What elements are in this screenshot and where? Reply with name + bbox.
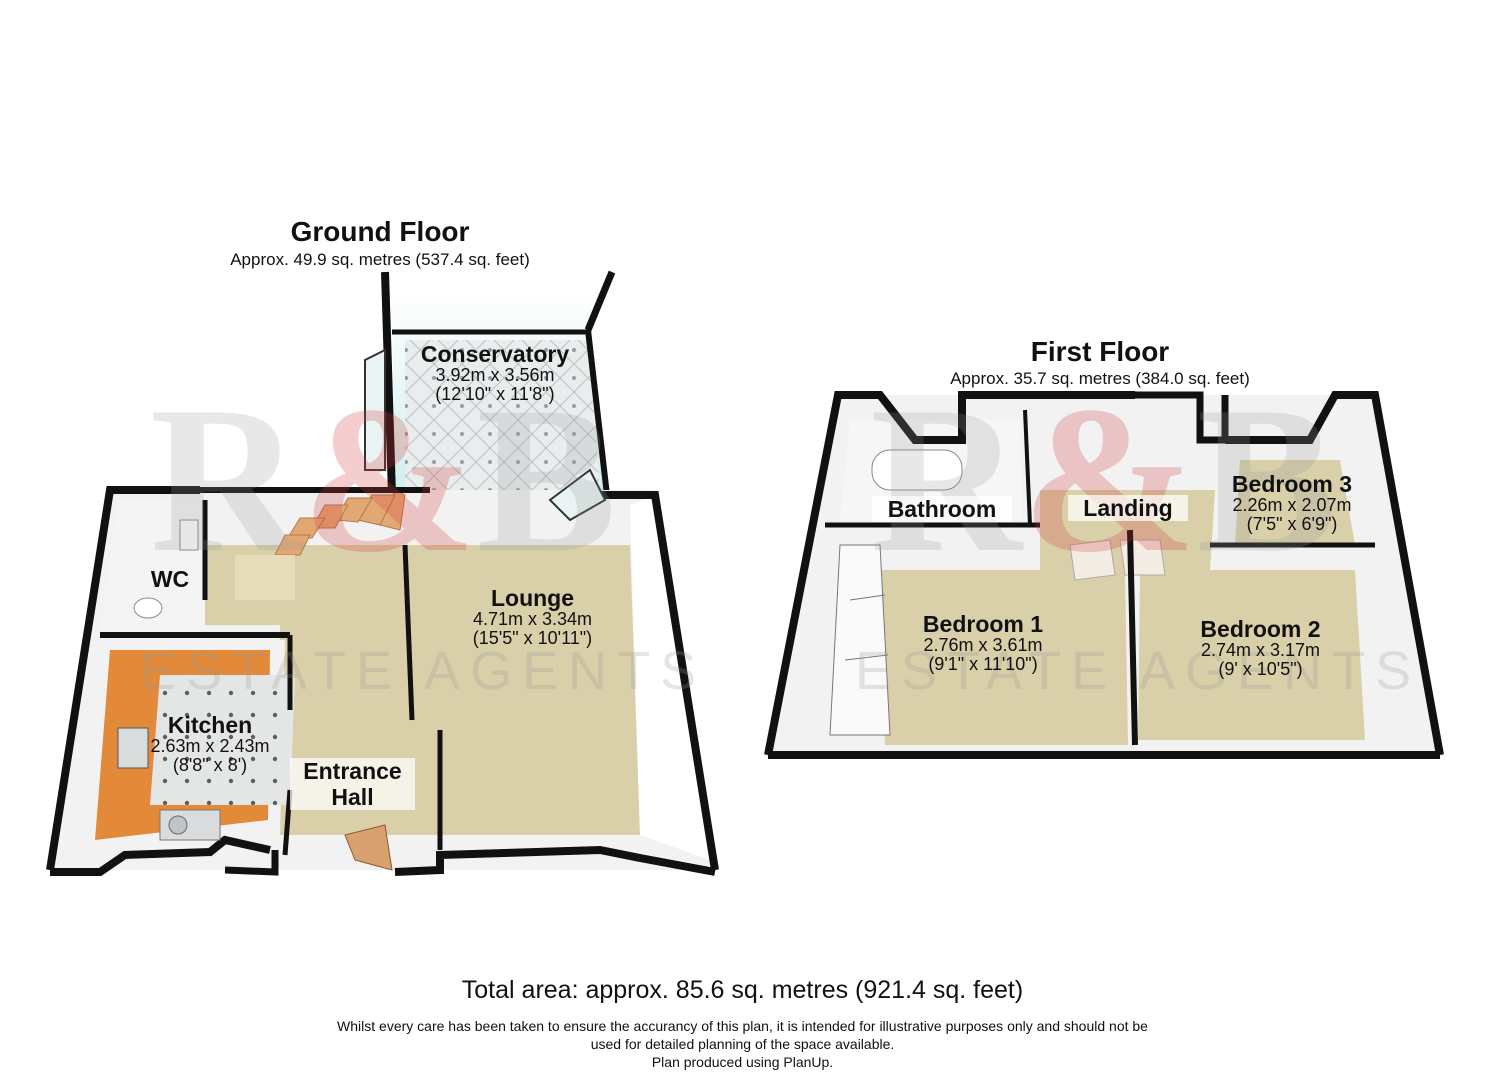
room-name: Bathroom <box>872 496 1012 523</box>
room-dimension-imperial: (15'5" x 10'11") <box>472 628 593 649</box>
watermark-logo-first: R&B <box>870 364 1337 596</box>
room-kitchen: Kitchen 2.63m x 2.43m (8'8" x 8') <box>130 713 290 775</box>
room-dimension-metric: 2.74m x 3.17m <box>1200 640 1321 661</box>
first-floor-area: Approx. 35.7 sq. metres (384.0 sq. feet) <box>950 369 1250 388</box>
room-dimension-metric: 2.63m x 2.43m <box>150 736 270 757</box>
room-dimension-imperial: (7'5" x 6'9") <box>1246 514 1338 535</box>
room-name-line1: Entrance <box>290 758 415 785</box>
watermark-text-ground: ESTATE AGENTS <box>140 641 707 701</box>
room-name: Kitchen <box>167 712 253 738</box>
room-dimension-metric: 4.71m x 3.34m <box>472 609 593 630</box>
room-dimension-imperial: (8'8" x 8') <box>172 755 248 776</box>
room-conservatory: Conservatory 3.92m x 3.56m (12'10" x 11'… <box>400 342 590 404</box>
first-floor-title: First Floor <box>1030 336 1170 367</box>
watermark-text-first: ESTATE AGENTS <box>855 641 1422 701</box>
room-dimension-metric: 3.92m x 3.56m <box>435 365 555 386</box>
room-wc: WC <box>145 567 195 591</box>
disclaimer-line-3: Plan produced using PlanUp. <box>651 1054 834 1071</box>
room-entrance-hall: Entrance Hall <box>290 758 415 811</box>
room-dimension-metric: 2.26m x 2.07m <box>1232 495 1352 516</box>
ground-floor-area: Approx. 49.9 sq. metres (537.4 sq. feet) <box>230 250 530 269</box>
room-name: Bedroom 2 <box>1200 616 1321 642</box>
ground-floor-title: Ground Floor <box>290 216 470 247</box>
room-name: Conservatory <box>420 341 570 367</box>
room-name: Bedroom 3 <box>1231 471 1353 497</box>
room-bedroom-3: Bedroom 3 2.26m x 2.07m (7'5" x 6'9") <box>1212 472 1372 534</box>
total-area: Total area: approx. 85.6 sq. metres (921… <box>461 976 1024 1004</box>
disclaimer-line-2: used for detailed planning of the space … <box>590 1036 895 1053</box>
room-landing: Landing <box>1068 495 1188 522</box>
room-bedroom-2: Bedroom 2 2.74m x 3.17m (9' x 10'5") <box>1178 617 1343 679</box>
room-name: Landing <box>1068 495 1188 522</box>
room-dimension-imperial: (9'1" x 11'10") <box>928 654 1038 675</box>
room-name: WC <box>150 566 190 592</box>
first-floor-body <box>764 391 1444 759</box>
room-dimension-metric: 2.76m x 3.61m <box>923 635 1043 656</box>
watermark-logo-ground: R&B <box>150 364 617 596</box>
disclaimer-line-1: Whilst every care has been taken to ensu… <box>337 1018 1148 1034</box>
room-dimension-imperial: (12'10" x 11'8") <box>435 384 555 405</box>
room-dimension-imperial: (9' x 10'5") <box>1218 659 1303 680</box>
room-bedroom-1: Bedroom 1 2.76m x 3.61m (9'1" x 11'10") <box>898 612 1068 674</box>
room-name: Lounge <box>490 585 575 611</box>
conservatory-area <box>381 270 616 496</box>
room-name-line2: Hall <box>290 784 415 811</box>
room-name: Bedroom 1 <box>922 611 1044 637</box>
room-bathroom: Bathroom <box>872 496 1012 523</box>
room-lounge: Lounge 4.71m x 3.34m (15'5" x 10'11") <box>440 586 625 648</box>
disclaimer: Whilst every care has been taken to ensu… <box>260 1017 1225 1072</box>
